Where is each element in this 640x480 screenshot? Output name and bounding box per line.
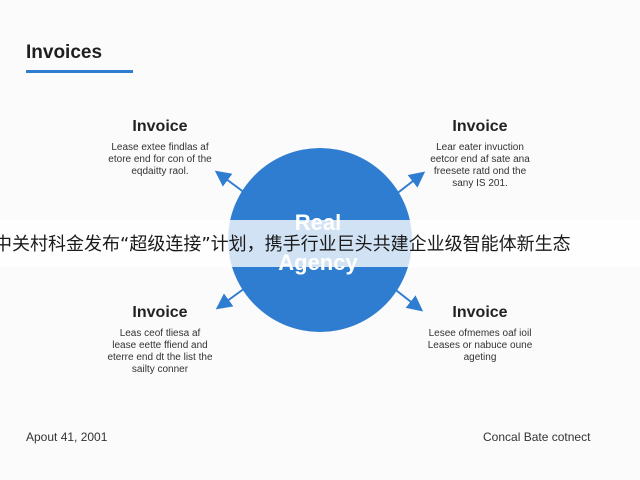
card-body-line: Lear eater invuction <box>436 142 524 153</box>
page-title: Invoices <box>26 42 103 63</box>
card-body-line: eqdaitty raol. <box>131 166 189 177</box>
card-body-line: lease eette ffiend and <box>112 340 208 351</box>
card-body-line: Leas ceof tliesa af <box>119 328 201 339</box>
card-top-right: Invoice Lear eater invuction eetcor end … <box>395 118 565 190</box>
card-title: Invoice <box>452 304 508 321</box>
footer-date: Apout 41, 2001 <box>26 430 108 444</box>
card-title: Invoice <box>132 118 188 135</box>
card-body-line: Lease extee findlas af <box>111 142 209 153</box>
card-top-left: Invoice Lease extee findlas af etore end… <box>75 118 245 178</box>
card-body-line: sailty conner <box>131 364 189 375</box>
title-underline <box>26 70 133 73</box>
arrow-top-right <box>394 171 426 196</box>
card-bottom-left: Invoice Leas ceof tliesa af lease eette … <box>75 304 245 376</box>
card-body-line: Lesee ofmemes oaf ioil <box>428 328 532 339</box>
card-body: Lesee ofmemes oaf ioil Leases or nabuce … <box>395 328 565 364</box>
card-body-line: Leases or nabuce oune <box>427 340 533 351</box>
card-body: Leas ceof tliesa af lease eette ffiend a… <box>75 328 245 376</box>
card-bottom-right: Invoice Lesee ofmemes oaf ioil Leases or… <box>395 304 565 364</box>
card-body: Lear eater invuction eetcor end af sate … <box>395 142 565 190</box>
arrow-bottom-left <box>215 287 246 310</box>
caption-banner <box>0 220 640 267</box>
card-body-line: sany IS 201. <box>452 178 508 189</box>
card-body-line: freesete ratd ond the <box>433 166 527 177</box>
card-body-line: eetcor end af sate ana <box>430 154 530 165</box>
caption-banner-text: 中关村科金发布“超级连接”计划，携手行业巨头共建企业级智能体新生态 <box>0 234 571 255</box>
arrow-bottom-right <box>391 286 424 312</box>
card-title: Invoice <box>452 118 508 135</box>
arrow-top-left <box>214 170 246 194</box>
card-body-line: etore end for con of the <box>108 154 212 165</box>
card-body-line: ageting <box>463 352 497 363</box>
card-body: Lease extee findlas af etore end for con… <box>75 142 245 178</box>
card-body-line: eterre end dt the list the <box>107 352 213 363</box>
footer-contact: Concal Bate cotnect <box>483 430 591 444</box>
card-title: Invoice <box>132 304 188 321</box>
